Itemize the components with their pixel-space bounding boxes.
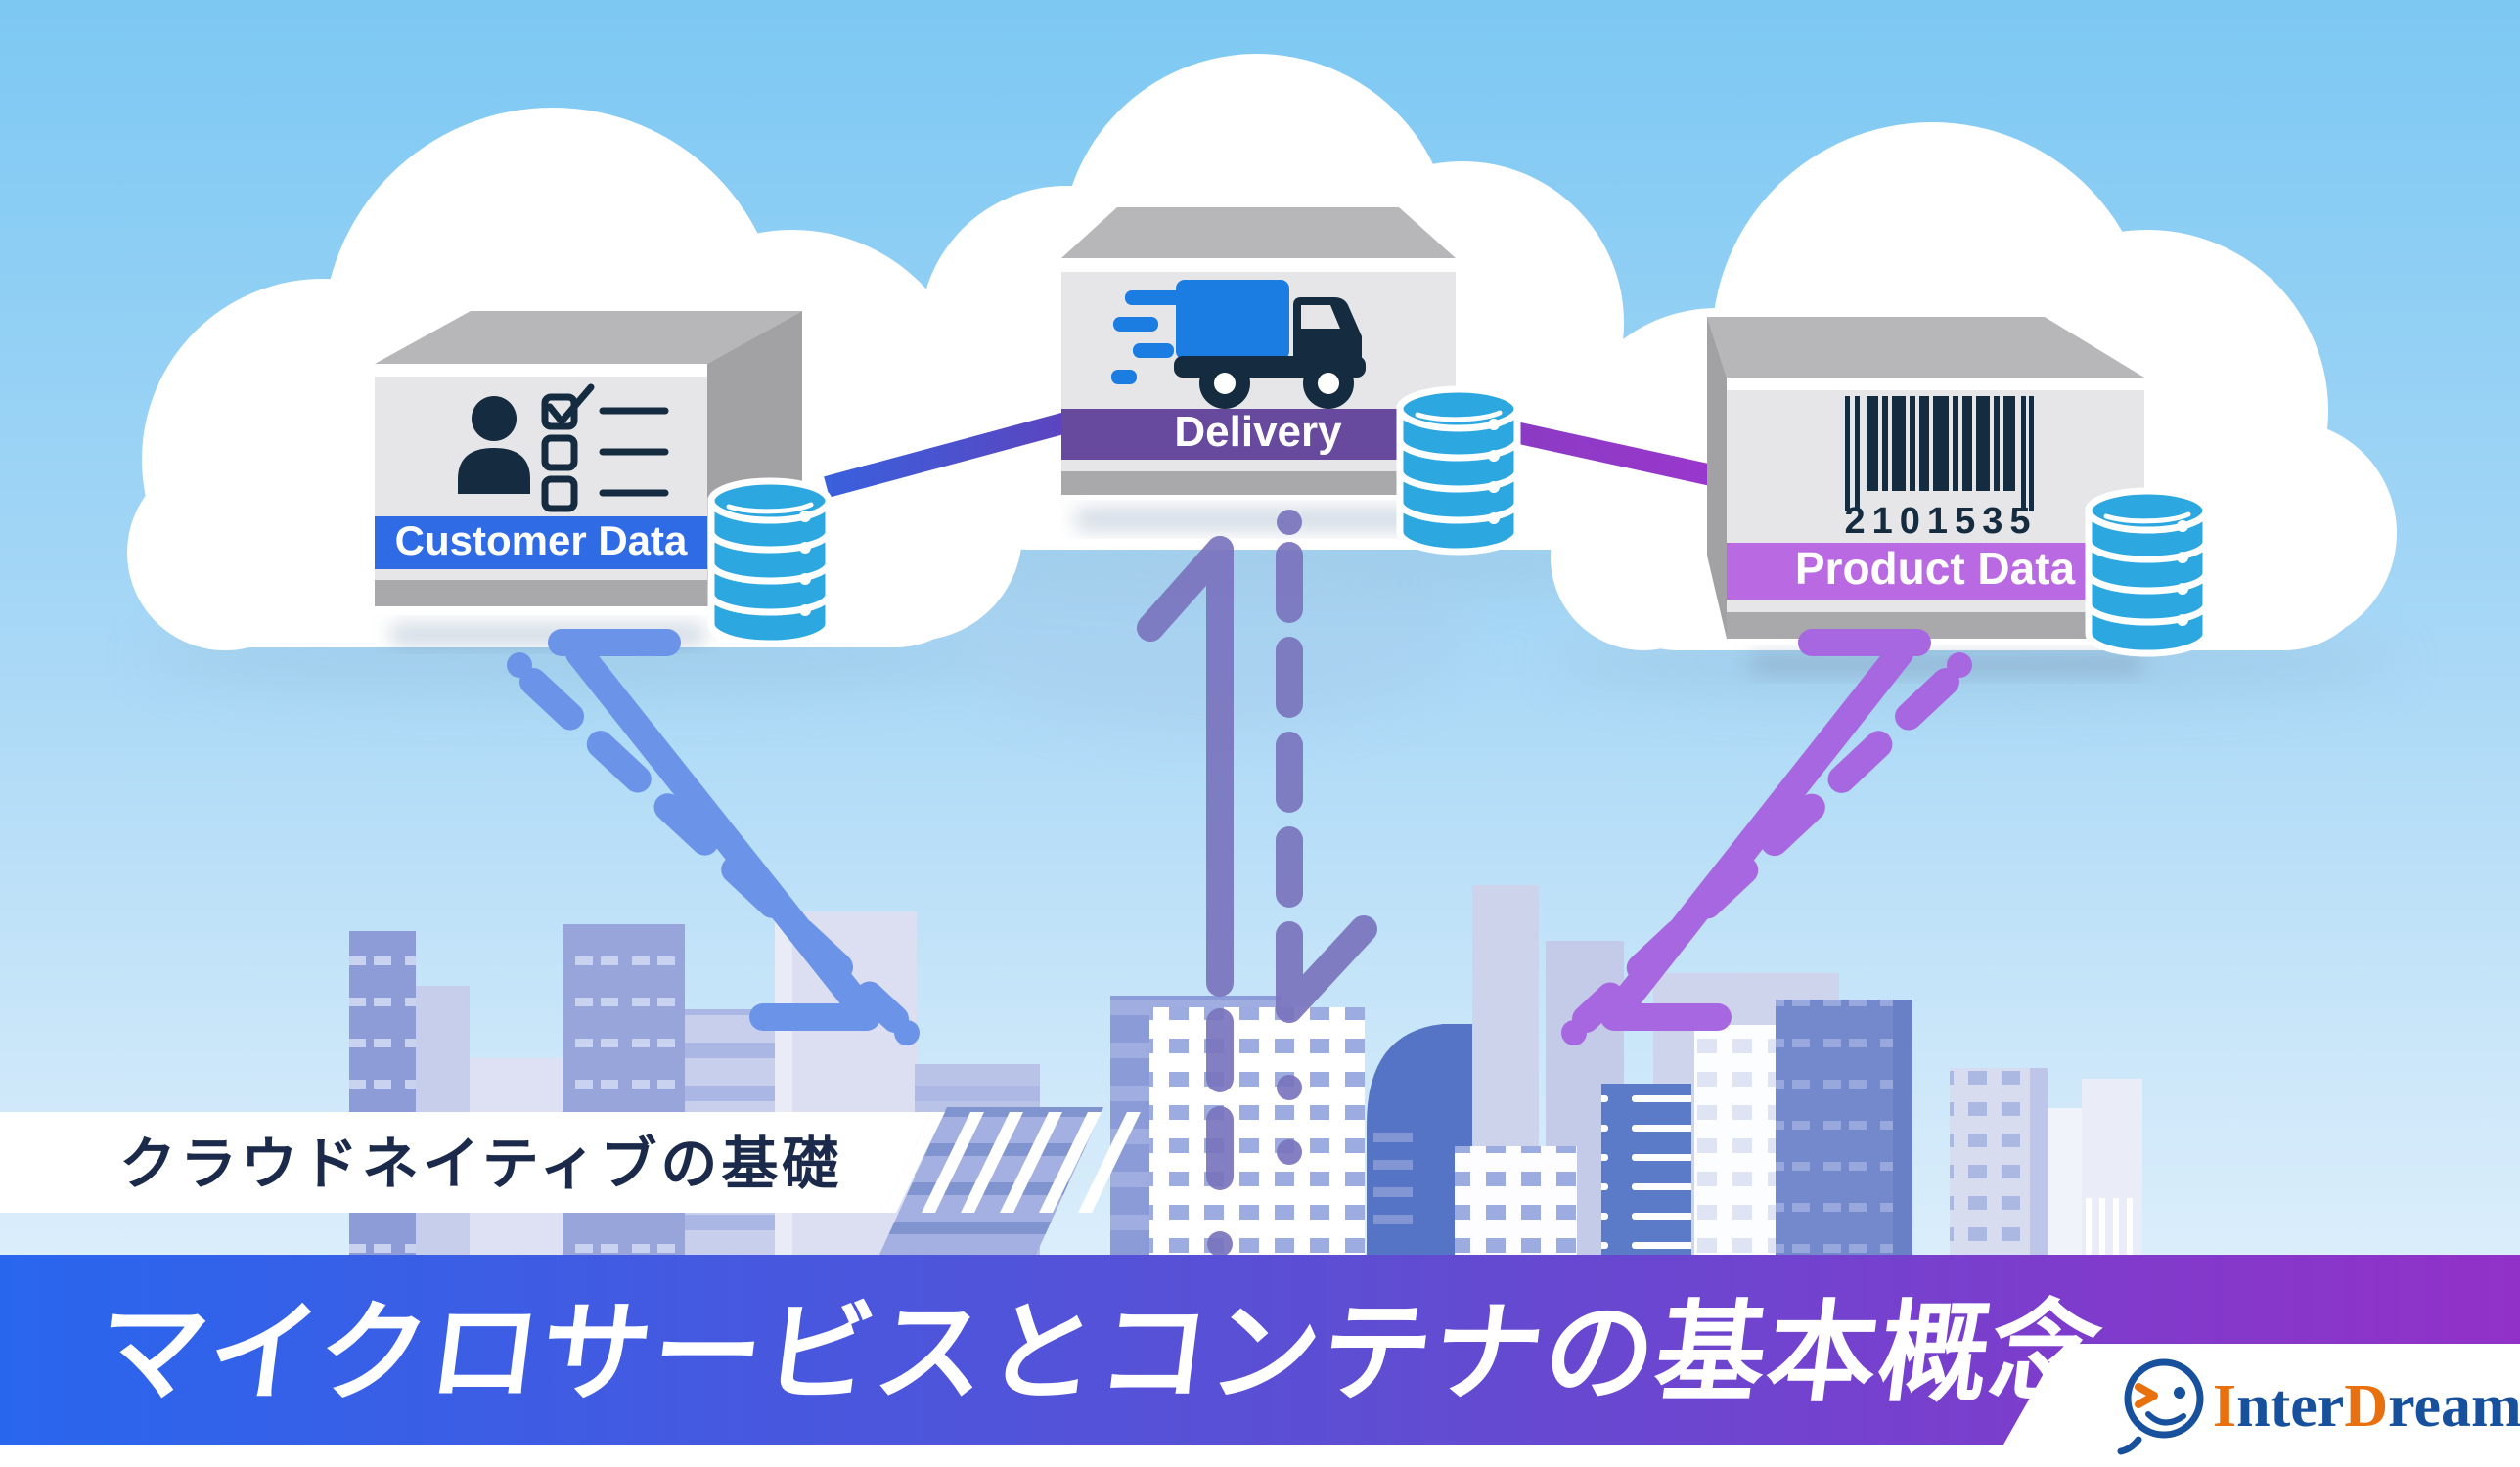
title-text: マイクロサービスとコンテナの基本概念 — [90, 1291, 2110, 1414]
brand-logo: InterDream — [2003, 1344, 2520, 1455]
label-product-data: Product Data — [1795, 543, 2076, 594]
database-icon-delivery — [1400, 389, 1517, 552]
service-box-delivery: Delivery — [1061, 207, 1456, 530]
delivery-truck-icon — [1111, 280, 1366, 409]
banner-speed-stripes — [882, 1112, 1141, 1213]
building — [1776, 1000, 2048, 1257]
brand-name: InterDream — [2213, 1373, 2520, 1440]
winking-smiley-icon — [2117, 1358, 2204, 1455]
subtitle-banner: クラウドネイティブの基礎 — [0, 1112, 1141, 1213]
database-icon-product — [2089, 491, 2206, 653]
service-box-product-data: Product Data 2101535 — [1707, 317, 2144, 675]
building — [1110, 996, 1365, 1257]
label-delivery: Delivery — [1174, 408, 1342, 456]
barcode-number: 2101535 — [1845, 501, 2038, 542]
banner-delivery — [1061, 409, 1456, 460]
arrow-customer-down — [507, 629, 920, 1045]
database-icon-customer — [711, 481, 829, 644]
label-customer-data: Customer Data — [395, 517, 688, 563]
bottom-strip — [0, 1445, 2520, 1467]
arrow-product-down — [1561, 629, 1972, 1045]
banner-customer-data — [375, 516, 707, 569]
building-hatched — [878, 1107, 1103, 1257]
arrow-delivery-up-down — [1137, 510, 1377, 1257]
building-curved — [1367, 1024, 1472, 1257]
barcode-icon: 2101535 — [1845, 396, 2038, 542]
subtitle-text: クラウドネイティブの基礎 — [119, 1133, 842, 1196]
connector-customer-delivery — [824, 412, 1069, 498]
banner-product-data — [1727, 543, 2144, 600]
person-checklist-icon — [458, 383, 669, 512]
